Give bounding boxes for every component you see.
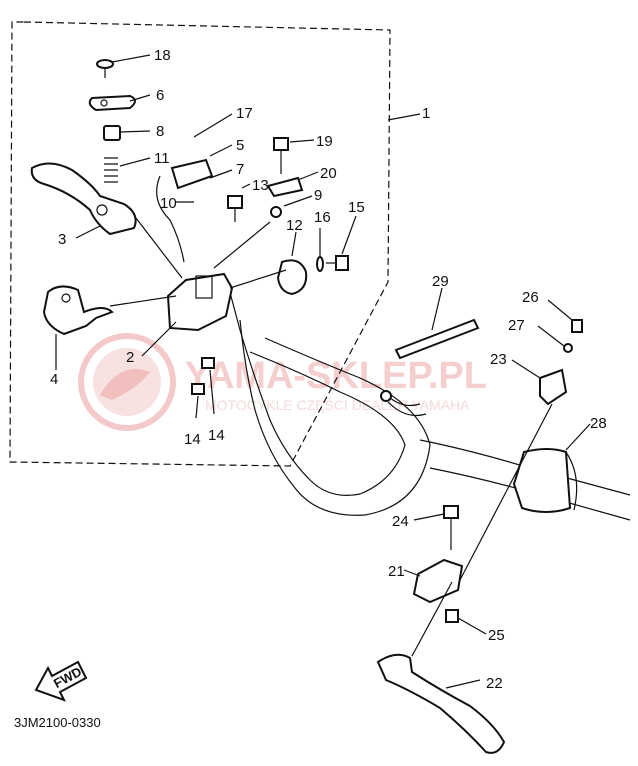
callout-labels: 18 6 8 11 3 4 2 1 17 5 7 10 13 19 20 9 1… — [50, 47, 607, 692]
callout-11: 11 — [154, 150, 170, 167]
bolt-13 — [227, 195, 243, 222]
callout-28: 28 — [590, 415, 607, 432]
watermark: YAMA-SKLEP.PL MOTOCYKLE CZĘŚCI DEALER YA… — [78, 333, 487, 431]
callout-8: 8 — [156, 123, 164, 140]
callout-23: 23 — [490, 351, 507, 368]
callout-27: 27 — [508, 317, 525, 334]
watermark-logo — [78, 333, 176, 431]
bolt-19 — [273, 137, 289, 174]
nut-14b — [201, 357, 215, 369]
bracket-4 — [42, 285, 114, 336]
spring-11 — [104, 157, 118, 183]
leader-lines — [55, 54, 591, 689]
lever-holder-21 — [412, 558, 464, 604]
callout-17: 17 — [236, 105, 253, 122]
washer-16 — [316, 256, 324, 272]
bracket-23 — [539, 368, 568, 406]
callout-2: 2 — [126, 349, 134, 366]
cable-tie-29 — [380, 318, 480, 417]
callout-5: 5 — [236, 137, 244, 154]
lever-holder-2 — [166, 272, 234, 332]
callout-14-left: 14 — [184, 431, 201, 448]
callout-25: 25 — [488, 627, 505, 644]
watermark-brand: YAMA-SKLEP.PL — [185, 355, 487, 397]
callout-14-right: 14 — [208, 427, 225, 444]
adjuster-8 — [103, 125, 121, 141]
callout-19: 19 — [316, 133, 333, 150]
switch-5 — [156, 158, 214, 263]
callout-6: 6 — [156, 87, 164, 104]
callout-13: 13 — [252, 177, 269, 194]
nut-25 — [445, 609, 459, 623]
brake-lever-22 — [376, 653, 506, 754]
callout-12: 12 — [286, 217, 303, 234]
nut-9 — [270, 206, 282, 218]
callout-7: 7 — [236, 161, 244, 178]
washer-27 — [563, 343, 573, 353]
assembly-boundary — [9, 21, 391, 467]
callout-24: 24 — [392, 513, 409, 530]
part-20 — [266, 176, 304, 198]
callout-9: 9 — [314, 187, 322, 204]
bolt-15 — [326, 255, 349, 271]
callout-26: 26 — [522, 289, 539, 306]
plate-6 — [88, 94, 136, 112]
callout-22: 22 — [486, 675, 503, 692]
callout-16: 16 — [314, 209, 331, 226]
clutch-lever-3 — [30, 162, 137, 236]
callout-18: 18 — [154, 47, 171, 64]
watermark-subtitle: MOTOCYKLE CZĘŚCI DEALER YAMAHA — [205, 396, 470, 413]
callout-29: 29 — [432, 273, 449, 290]
switch-housing-28 — [512, 448, 578, 513]
callout-20: 20 — [320, 165, 337, 182]
bolt-24 — [443, 505, 459, 550]
diagram-code: 3JM2100-0330 — [14, 715, 101, 730]
callout-3: 3 — [58, 231, 66, 248]
callout-1: 1 — [422, 105, 430, 122]
screw-18 — [96, 59, 114, 78]
callout-10: 10 — [160, 195, 177, 212]
fwd-arrow: FWD — [34, 660, 88, 702]
callout-15: 15 — [348, 199, 365, 216]
clamp-12 — [276, 259, 308, 296]
nut-14a — [191, 383, 205, 395]
callout-21: 21 — [388, 563, 405, 580]
callout-4: 4 — [50, 371, 58, 388]
screw-26 — [571, 319, 583, 333]
